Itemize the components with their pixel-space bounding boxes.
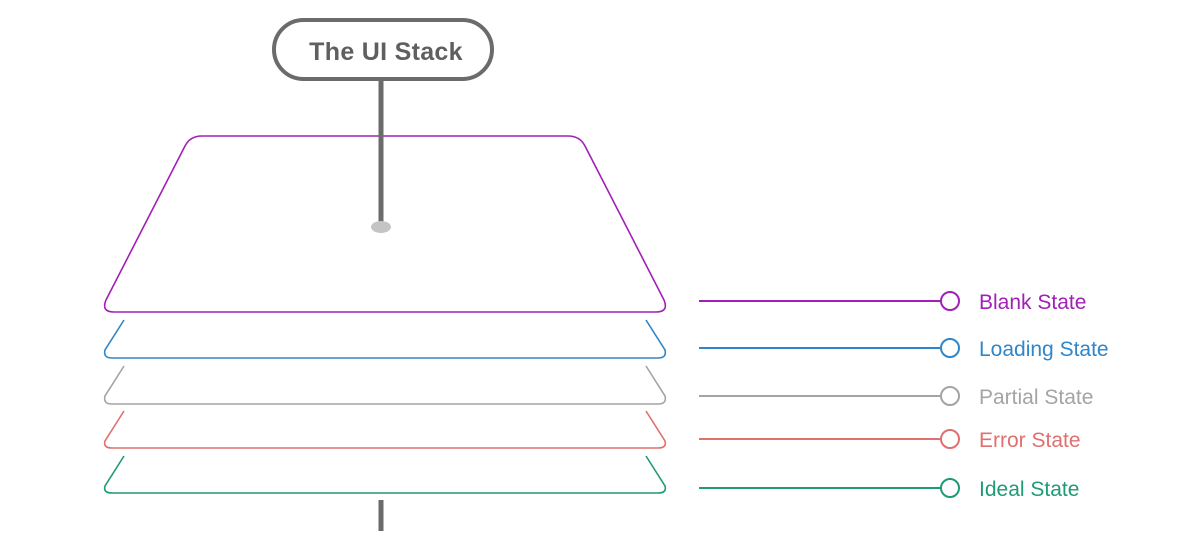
loading-state-label: Loading State <box>979 338 1109 361</box>
error-state-label: Error State <box>979 429 1081 452</box>
state-legend: Blank State Loading State Partial State … <box>699 291 1109 501</box>
loading-state-marker <box>940 338 960 358</box>
ideal-state-label: Ideal State <box>979 478 1079 501</box>
error-state-layer <box>103 410 667 449</box>
loading-state-layer <box>103 319 667 359</box>
ideal-state-layer <box>103 455 667 494</box>
blank-state-marker <box>940 291 960 311</box>
diagram-title: The UI Stack <box>309 38 463 66</box>
partial-state-layer <box>103 365 667 405</box>
partial-state-label: Partial State <box>979 386 1093 409</box>
ideal-state-marker <box>940 478 960 498</box>
pin-point <box>371 221 391 233</box>
blank-state-label: Blank State <box>979 291 1086 314</box>
title-bubble <box>272 18 494 81</box>
error-state-marker <box>940 429 960 449</box>
partial-state-marker <box>940 386 960 406</box>
